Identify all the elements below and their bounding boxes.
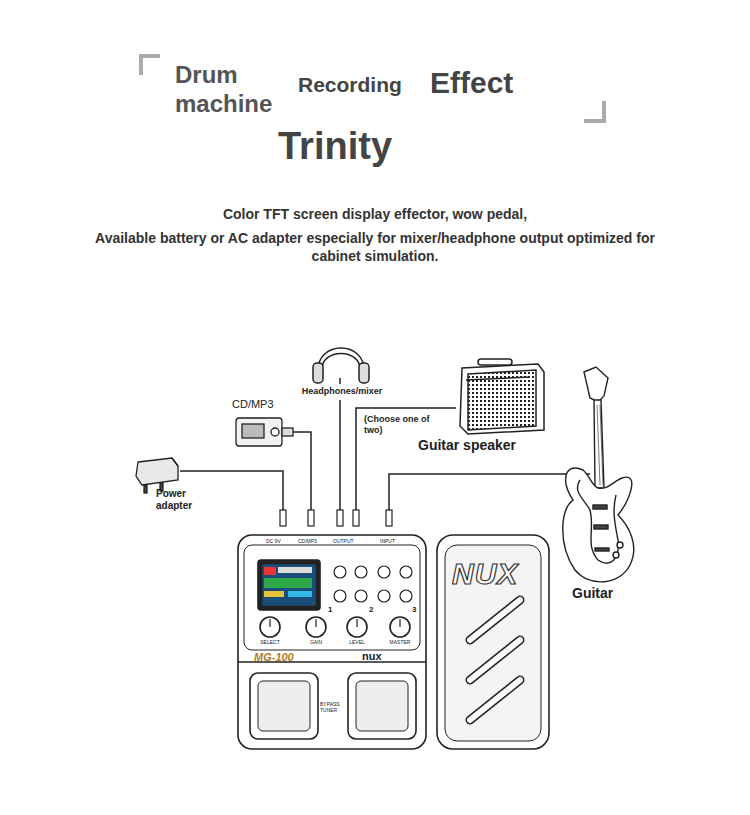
cd-mp3-player [236, 418, 293, 446]
guitar-amp [460, 359, 544, 434]
note-text: (Choose one of two) [364, 414, 444, 436]
heading-word: Drum machine [175, 60, 290, 118]
electric-guitar [563, 367, 634, 582]
expression-pedal [437, 535, 549, 749]
device-label: Power adapter [156, 488, 216, 512]
device-label: Guitar speaker [418, 437, 538, 454]
jack-plug [280, 510, 392, 526]
heading-word: Effect [430, 66, 560, 100]
callout-number: 3 [412, 605, 420, 614]
callout-number: 1 [328, 605, 336, 614]
device-label: Guitar [572, 585, 632, 602]
device-label: Headphones/mixer [280, 386, 404, 397]
jack-label: DC 9V [266, 538, 290, 544]
heading-word: Recording [298, 73, 428, 97]
mg100-unit [238, 535, 426, 749]
model-name: MG-100 [254, 651, 324, 663]
corner-bracket [584, 101, 604, 121]
jack-label: OUTPUT [333, 538, 363, 544]
switch-label: BYPASS TUNER [320, 701, 348, 713]
power-adapter [136, 458, 178, 493]
knob-label: GAIN [302, 639, 330, 645]
jack-label: INPUT [380, 538, 404, 544]
callout-number: 2 [369, 605, 377, 614]
knob-label: SELECT [256, 639, 284, 645]
knob-label: MASTER [386, 639, 414, 645]
subtitle-line: Color TFT screen display effector, wow p… [75, 205, 675, 223]
corner-bracket [141, 56, 160, 75]
headphones [313, 348, 369, 384]
subtitle-line: Available battery or AC adapter especial… [70, 229, 680, 265]
jack-label: CD/MP3 [298, 538, 324, 544]
brand-logo: nux [362, 650, 392, 662]
knob-label: LEVEL [343, 639, 371, 645]
brand-logo: NUX [452, 557, 542, 591]
heading-title: Trinity [278, 124, 438, 168]
device-label: CD/MP3 [232, 398, 292, 411]
